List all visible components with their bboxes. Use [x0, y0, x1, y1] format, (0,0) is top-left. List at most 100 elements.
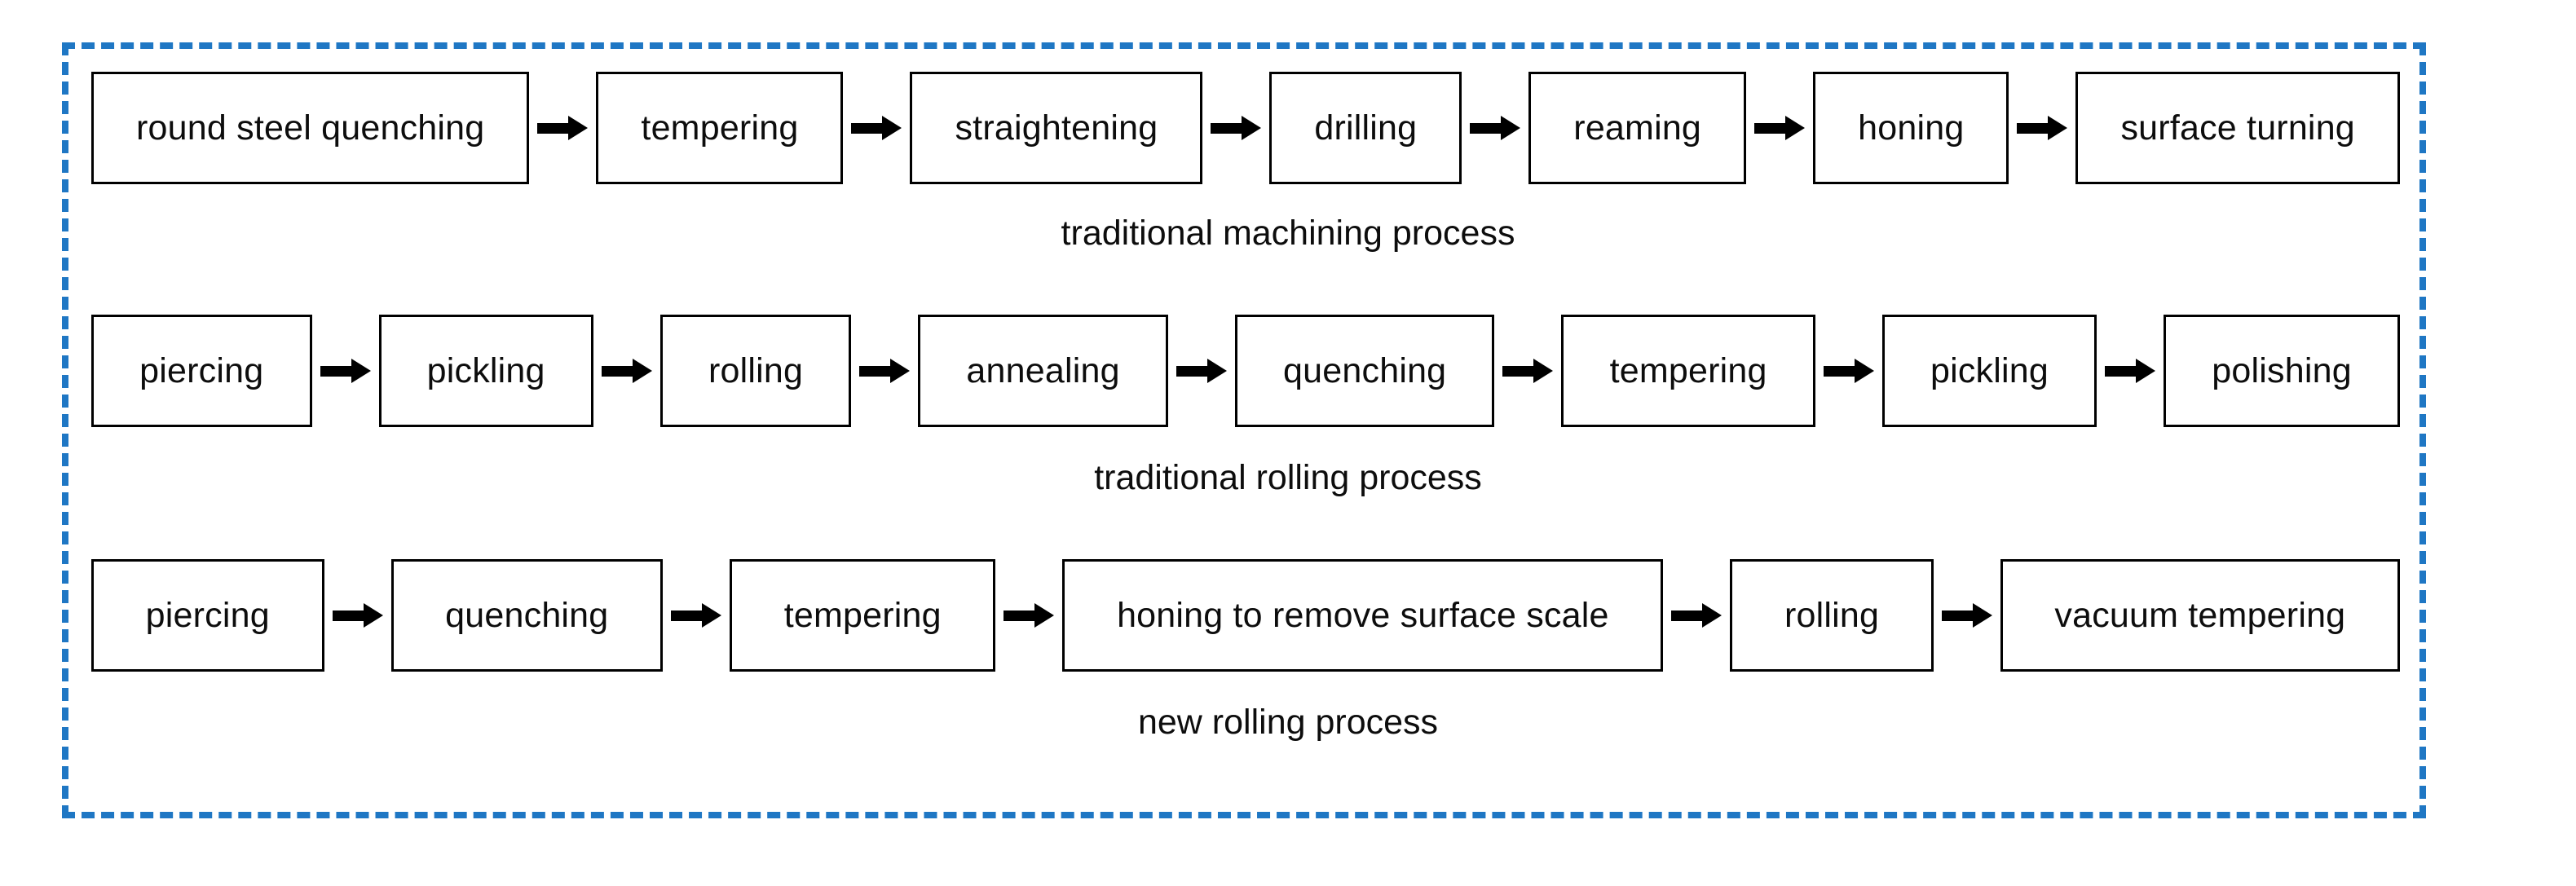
- process-step-label: surface turning: [2120, 108, 2355, 148]
- process-step-box[interactable]: rolling: [659, 315, 852, 427]
- arrow-head: [1206, 359, 1227, 383]
- arrow-shaft: [2105, 365, 2137, 377]
- process-step-label: quenching: [445, 595, 609, 635]
- arrow-head: [1702, 603, 1722, 628]
- process-step-label: drilling: [1314, 108, 1418, 148]
- flow-arrow-icon: [1168, 315, 1235, 427]
- arrow-shaft: [1671, 610, 1703, 621]
- arrow-shaft: [1003, 610, 1035, 621]
- arrow-shaft: [320, 365, 351, 377]
- flow-arrow-icon: [663, 559, 730, 672]
- arrow-shaft: [1941, 610, 1973, 621]
- arrow-shaft: [851, 122, 883, 134]
- process-row-new-rolling: piercing quenching tempering honing to remo…: [91, 559, 2488, 672]
- process-step-label: piercing: [139, 350, 264, 390]
- flow-arrow-icon: [1202, 72, 1269, 184]
- process-step-label: tempering: [783, 595, 942, 635]
- process-step-label: rolling: [708, 350, 804, 390]
- arrow-head: [1854, 359, 1874, 383]
- process-step-label: quenching: [1283, 350, 1447, 390]
- flow-arrow-icon: [851, 315, 918, 427]
- flow-arrow-icon: [593, 315, 660, 427]
- process-row-traditional-machining: round steel quenching tempering straighten…: [91, 72, 2488, 184]
- process-step-label: straightening: [955, 108, 1158, 148]
- arrow-shaft: [1176, 365, 1207, 377]
- process-step-box[interactable]: annealing: [918, 315, 1168, 427]
- arrow-head: [882, 116, 902, 140]
- arrow-head: [363, 603, 383, 628]
- flow-arrow-icon: [1746, 72, 1813, 184]
- flow-arrow-icon: [312, 315, 379, 427]
- process-step-box[interactable]: tempering: [596, 72, 844, 184]
- arrow-shaft: [859, 365, 891, 377]
- arrow-shaft: [1754, 122, 1786, 134]
- process-step-box[interactable]: pickling: [378, 315, 593, 427]
- flow-arrow-icon: [995, 559, 1062, 672]
- process-step-box[interactable]: quenching: [1234, 315, 1495, 427]
- process-step-box[interactable]: surface turning: [2075, 72, 2400, 184]
- arrow-head: [351, 359, 371, 383]
- flow-arrow-icon: [324, 559, 391, 672]
- arrow-head: [1501, 116, 1521, 140]
- arrow-head: [568, 116, 589, 140]
- flow-arrow-icon: [1815, 315, 1882, 427]
- process-step-box[interactable]: rolling: [1730, 559, 1934, 672]
- arrow-head: [632, 359, 652, 383]
- arrow-shaft: [1211, 122, 1242, 134]
- process-step-label: polishing: [2212, 350, 2352, 390]
- dashed-enclosure-border: [62, 42, 2426, 818]
- process-step-label: vacuum tempering: [2054, 595, 2346, 635]
- process-step-box[interactable]: pickling: [1881, 315, 2097, 427]
- arrow-shaft: [2017, 122, 2049, 134]
- flow-arrow-icon: [2097, 315, 2164, 427]
- process-step-label: pickling: [426, 350, 545, 390]
- process-step-box[interactable]: honing to remove surface scale: [1062, 559, 1664, 672]
- process-row-traditional-rolling: piercing pickling rolling annealing quenchin…: [91, 315, 2488, 427]
- process-step-label: tempering: [1609, 350, 1767, 390]
- arrow-shaft: [1502, 365, 1534, 377]
- process-step-box[interactable]: straightening: [910, 72, 1203, 184]
- process-step-box[interactable]: piercing: [91, 559, 324, 672]
- process-step-box[interactable]: quenching: [390, 559, 664, 672]
- process-step-box[interactable]: tempering: [730, 559, 996, 672]
- arrow-head: [1533, 359, 1554, 383]
- process-step-box[interactable]: vacuum tempering: [2000, 559, 2400, 672]
- process-step-label: pickling: [1930, 350, 2049, 390]
- process-step-label: round steel quenching: [136, 108, 485, 148]
- arrow-shaft: [1823, 365, 1855, 377]
- row-caption-new-rolling: new rolling process: [1137, 703, 1439, 742]
- flow-arrow-icon: [2009, 72, 2075, 184]
- process-step-box[interactable]: honing: [1813, 72, 2009, 184]
- process-step-label: annealing: [966, 350, 1120, 390]
- flow-arrow-icon: [1934, 559, 2000, 672]
- arrow-head: [1242, 116, 1262, 140]
- arrow-head: [890, 359, 911, 383]
- arrow-head: [1972, 603, 1992, 628]
- arrow-head: [1785, 116, 1806, 140]
- arrow-shaft: [332, 610, 364, 621]
- arrow-shaft: [601, 365, 633, 377]
- process-step-box[interactable]: tempering: [1561, 315, 1815, 427]
- arrow-head: [702, 603, 722, 628]
- flow-arrow-icon: [529, 72, 596, 184]
- process-step-label: tempering: [641, 108, 799, 148]
- process-step-label: honing: [1858, 108, 1965, 148]
- process-step-box[interactable]: reaming: [1528, 72, 1747, 184]
- process-step-label: honing to remove surface scale: [1117, 595, 1609, 635]
- process-step-box[interactable]: round steel quenching: [91, 72, 530, 184]
- arrow-shaft: [1470, 122, 1502, 134]
- flow-arrow-icon: [1663, 559, 1730, 672]
- flow-arrow-icon: [1462, 72, 1528, 184]
- row-caption-traditional-machining: traditional machining process: [1061, 214, 1515, 253]
- row-caption-traditional-rolling: traditional rolling process: [1094, 458, 1482, 497]
- process-step-box[interactable]: piercing: [91, 315, 312, 427]
- process-step-box[interactable]: polishing: [2164, 315, 2400, 427]
- process-step-box[interactable]: drilling: [1269, 72, 1462, 184]
- process-step-label: piercing: [145, 595, 270, 635]
- arrow-head: [1034, 603, 1055, 628]
- process-step-label: reaming: [1573, 108, 1702, 148]
- flow-arrow-icon: [1494, 315, 1561, 427]
- arrow-head: [2048, 116, 2068, 140]
